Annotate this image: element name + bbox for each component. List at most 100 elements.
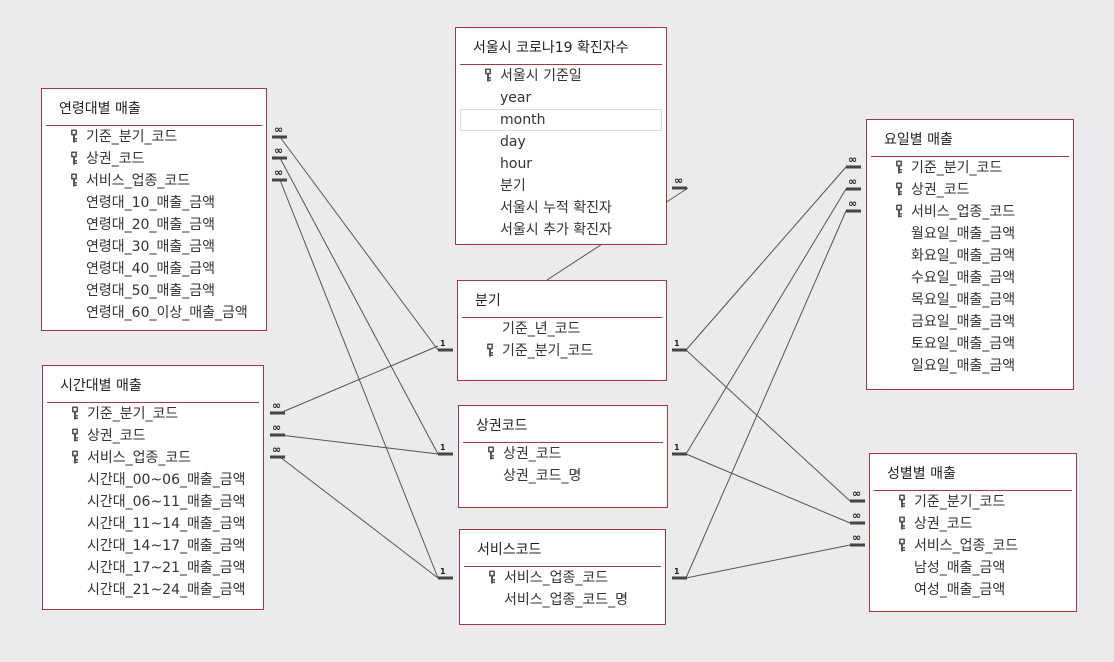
title-divider [462, 317, 662, 318]
field-row[interactable]: 시간대_17~21_매출_금액 [43, 557, 263, 579]
primary-key-icon [894, 160, 904, 174]
field-row[interactable]: 상권_코드 [459, 443, 667, 465]
field-row[interactable]: 서비스_업종_코드 [460, 567, 665, 589]
title-divider [46, 125, 262, 126]
field-name: year [500, 90, 532, 106]
join-end-bar [438, 452, 453, 456]
relationship-line[interactable] [685, 210, 847, 579]
field-row[interactable]: 여성_매출_금액 [870, 579, 1076, 601]
field-row[interactable]: 상권_코드 [42, 148, 266, 170]
primary-key-icon [485, 343, 495, 357]
relationship-line[interactable] [279, 456, 439, 579]
join-end-bar [272, 178, 287, 182]
one-cardinality-label: 1 [674, 567, 680, 576]
field-row[interactable]: 분기 [456, 175, 666, 197]
field-name: 서비스_업종_코드 [504, 570, 609, 586]
field-row[interactable]: 남성_매출_금액 [870, 557, 1076, 579]
field-row[interactable]: hour [456, 153, 666, 175]
field-row[interactable]: 시간대_00~06_매출_금액 [43, 469, 263, 491]
field-row[interactable]: 월요일_매출_금액 [867, 223, 1073, 245]
table-title[interactable]: 분기 [475, 293, 501, 309]
field-row[interactable]: 상권_코드_명 [459, 465, 667, 487]
field-row[interactable]: 서비스_업종_코드 [867, 201, 1073, 223]
relationship-line[interactable] [685, 188, 847, 455]
field-row[interactable]: 상권_코드 [870, 513, 1076, 535]
primary-key-icon [70, 450, 80, 464]
join-end-bar [270, 433, 285, 437]
relationship-line[interactable] [279, 136, 439, 351]
field-row[interactable]: 연령대_10_매출_금액 [42, 192, 266, 214]
relationship-line[interactable] [685, 544, 851, 579]
field-row[interactable]: year [456, 87, 666, 109]
field-row[interactable]: 시간대_14~17_매출_금액 [43, 535, 263, 557]
field-row[interactable]: 일요일_매출_금액 [867, 355, 1073, 377]
field-row[interactable]: 서비스_업종_코드_명 [460, 589, 665, 611]
primary-key-icon [487, 570, 497, 584]
field-row[interactable]: 시간대_21~24_매출_금액 [43, 579, 263, 601]
primary-key-icon [69, 129, 79, 143]
field-row[interactable]: 서울시 추가 확진자 [456, 219, 666, 241]
join-end-bar [438, 576, 453, 580]
field-row[interactable]: 서비스_업종_코드 [870, 535, 1076, 557]
field-row[interactable]: 상권_코드 [867, 179, 1073, 201]
relationship-line[interactable] [279, 157, 439, 455]
field-row[interactable]: 연령대_30_매출_금액 [42, 236, 266, 258]
field-row[interactable]: 연령대_20_매출_금액 [42, 214, 266, 236]
field-row[interactable]: 기준_분기_코드 [867, 157, 1073, 179]
title-divider [47, 402, 259, 403]
many-cardinality-label: ∞ [848, 197, 857, 210]
field-row[interactable]: 연령대_50_매출_금액 [42, 280, 266, 302]
many-cardinality-label: ∞ [274, 144, 283, 157]
field-row[interactable]: 기준_분기_코드 [870, 491, 1076, 513]
table-title[interactable]: 성별별 매출 [887, 466, 956, 482]
many-cardinality-label: ∞ [272, 443, 281, 456]
relationship-line[interactable] [685, 166, 847, 351]
relationship-line[interactable] [685, 349, 851, 502]
field-row[interactable]: 기준_분기_코드 [43, 403, 263, 425]
relationship-line[interactable] [685, 453, 851, 524]
one-cardinality-label: 1 [674, 443, 680, 452]
table-title[interactable]: 요일별 매출 [884, 132, 953, 148]
field-row[interactable]: 기준_분기_코드 [42, 126, 266, 148]
field-row[interactable]: 화요일_매출_금액 [867, 245, 1073, 267]
field-row[interactable]: day [456, 131, 666, 153]
field-name: 일요일_매출_금액 [911, 358, 1016, 374]
field-row[interactable]: 연령대_40_매출_금액 [42, 258, 266, 280]
field-row[interactable]: 기준_분기_코드 [458, 340, 666, 362]
field-row[interactable]: 시간대_06~11_매출_금액 [43, 491, 263, 513]
field-row[interactable]: 목요일_매출_금액 [867, 289, 1073, 311]
title-divider [464, 566, 661, 567]
table-title[interactable]: 연령대별 매출 [59, 101, 141, 117]
field-row[interactable]: 기준_년_코드 [458, 318, 666, 340]
field-row[interactable]: 연령대_60_이상_매출_금액 [42, 302, 266, 324]
field-row[interactable]: month [460, 109, 662, 131]
join-end-bar [272, 135, 287, 139]
field-row[interactable]: 상권_코드 [43, 425, 263, 447]
table-title[interactable]: 서울시 코로나19 확진자수 [473, 40, 629, 56]
field-row[interactable]: 토요일_매출_금액 [867, 333, 1073, 355]
relationship-line[interactable] [279, 345, 439, 414]
field-row[interactable]: 서울시 기준일 [456, 65, 666, 87]
field-row[interactable]: 금요일_매출_금액 [867, 311, 1073, 333]
join-end-bar [846, 209, 861, 213]
table-title[interactable]: 시간대별 매출 [60, 378, 142, 394]
field-row[interactable]: 수요일_매출_금액 [867, 267, 1073, 289]
table-title[interactable]: 상권코드 [476, 418, 528, 434]
title-divider [460, 64, 662, 65]
field-name: 시간대_11~14_매출_금액 [87, 516, 246, 532]
table-title[interactable]: 서비스코드 [477, 542, 542, 558]
field-row[interactable]: 서비스_업종_코드 [42, 170, 266, 192]
relationship-line[interactable] [279, 434, 439, 455]
field-row[interactable]: 서비스_업종_코드 [43, 447, 263, 469]
field-row[interactable]: 시간대_11~14_매출_금액 [43, 513, 263, 535]
field-row[interactable]: 서울시 누적 확진자 [456, 197, 666, 219]
